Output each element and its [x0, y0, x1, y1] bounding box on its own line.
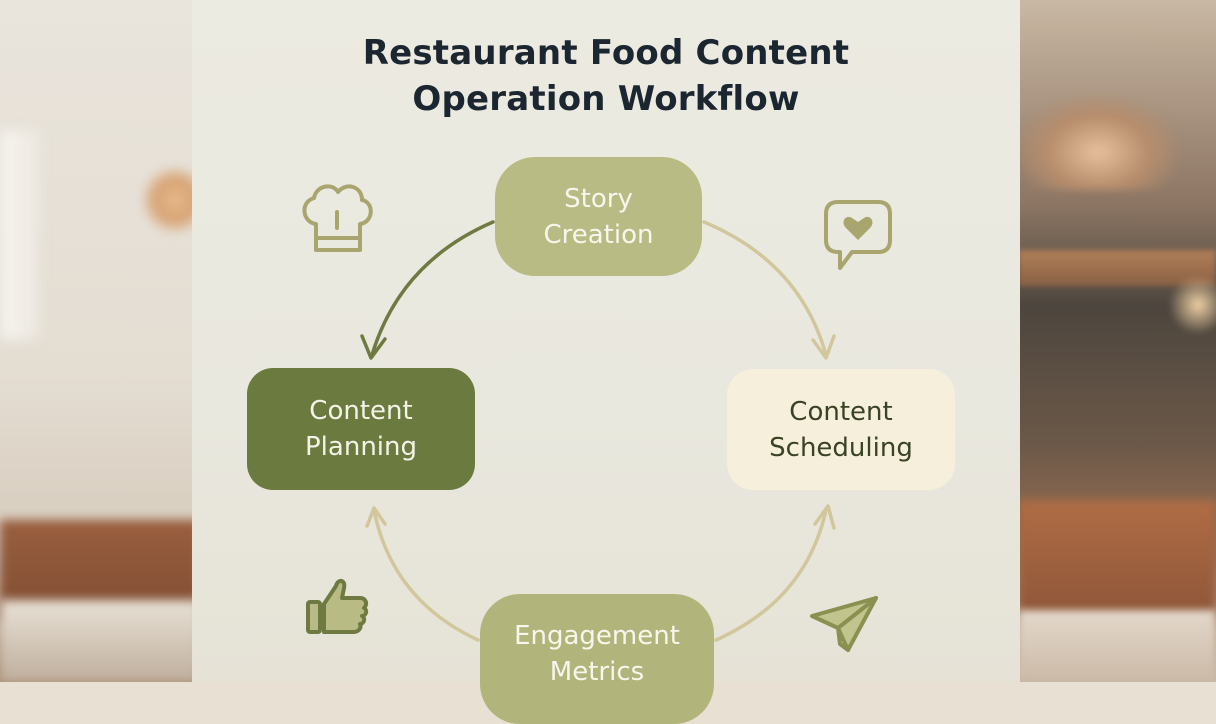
- arrow-engagement-to-planning: [374, 510, 478, 640]
- node-story-line-2: Creation: [543, 217, 653, 253]
- chef-hat-icon: [296, 178, 378, 258]
- thumbs-up-icon: [304, 574, 370, 638]
- node-planning-line-2: Planning: [305, 429, 417, 465]
- node-content-planning: Content Planning: [247, 368, 475, 490]
- node-planning-line-1: Content: [309, 393, 412, 429]
- arrow-story-to-scheduling: [704, 222, 826, 355]
- workflow-arrows: [0, 0, 1216, 682]
- node-engagement-line-2: Metrics: [550, 654, 644, 690]
- node-content-scheduling: Content Scheduling: [727, 369, 955, 490]
- node-engagement-line-1: Engagement: [514, 618, 680, 654]
- paper-plane-icon: [808, 594, 880, 654]
- node-story-line-1: Story: [564, 181, 633, 217]
- node-scheduling-line-2: Scheduling: [769, 430, 913, 466]
- heart-chat-icon: [822, 198, 894, 272]
- arrow-story-to-planning: [372, 222, 493, 355]
- node-engagement-metrics: Engagement Metrics: [480, 594, 714, 724]
- node-story-creation: Story Creation: [495, 157, 702, 276]
- node-scheduling-line-1: Content: [789, 394, 892, 430]
